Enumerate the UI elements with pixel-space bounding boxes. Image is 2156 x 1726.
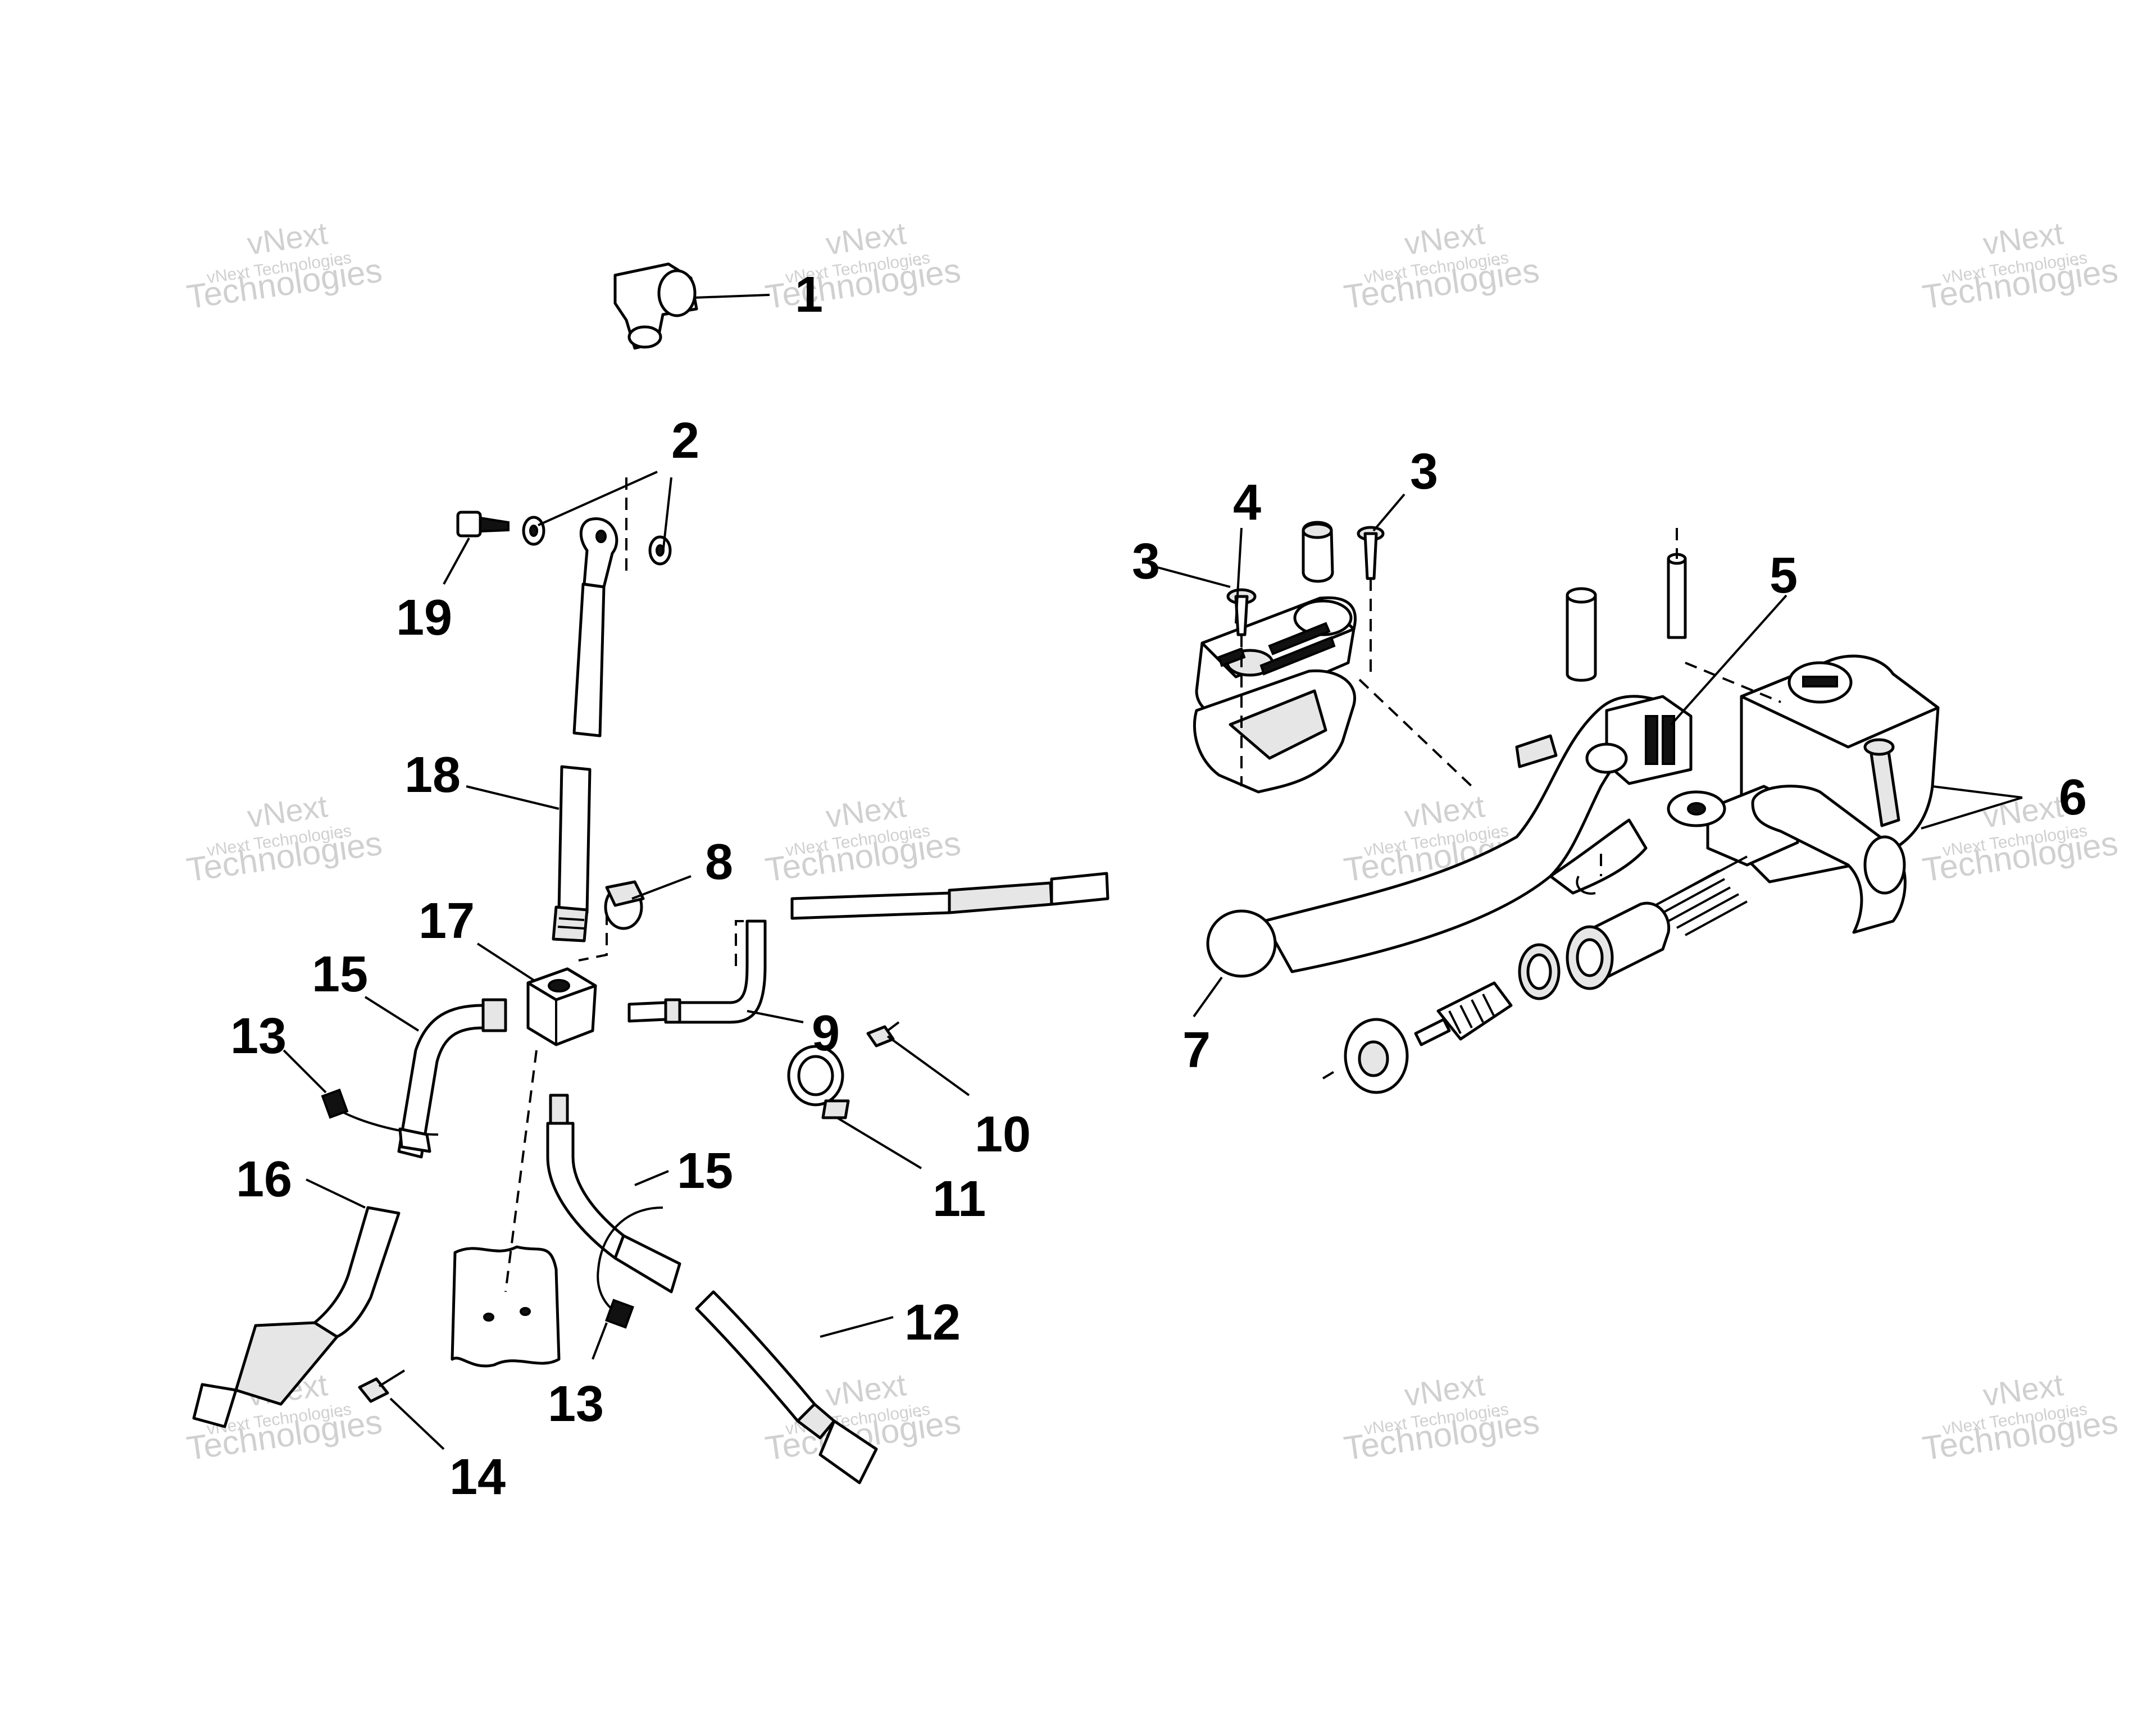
part-hose-clamp-left xyxy=(321,1089,439,1153)
watermark-bottom-4: vNext vNext Technologies Technologies xyxy=(1920,1367,2120,1467)
watermark-top-4: vNext vNext Technologies Technologies xyxy=(1920,215,2120,316)
part-front-hose-lower xyxy=(192,1206,401,1428)
watermark-bottom-3: vNext vNext Technologies Technologies xyxy=(1341,1367,1541,1467)
callout-13-right: 13 xyxy=(548,1376,604,1432)
callout-7: 7 xyxy=(1182,1022,1211,1078)
part-mounting-plate xyxy=(451,1245,561,1368)
part-dust-boot xyxy=(1436,981,1513,1041)
part-handlebar-clamp xyxy=(1751,738,1907,934)
part-piston xyxy=(1566,901,1671,990)
part-reservoir-diaphragm xyxy=(1193,669,1356,794)
part-cover-screw-left xyxy=(1226,588,1257,636)
part-front-hose-right xyxy=(546,1094,681,1294)
callout-13-left: 13 xyxy=(230,1008,286,1064)
watermark-mid-1: vNext vNext Technologies Technologies xyxy=(184,788,384,889)
callout-6: 6 xyxy=(2059,769,2087,826)
callout-16: 16 xyxy=(236,1151,292,1208)
part-reservoir-float xyxy=(1302,521,1334,583)
part-banjo-fitting xyxy=(579,517,618,589)
part-distribution-block xyxy=(526,967,597,1046)
right-assembly-leaders xyxy=(1240,528,1781,1080)
part-cover-screw-right xyxy=(1357,526,1385,580)
part-retainer-ring xyxy=(787,1045,850,1119)
callout-labels: 1 2 19 18 8 17 15 13 16 9 10 11 15 12 13… xyxy=(230,267,2087,1505)
callout-12: 12 xyxy=(904,1295,961,1351)
part-lower-right-line xyxy=(695,1290,878,1484)
part-hose-clamp-right xyxy=(597,1206,663,1329)
part-upper-brake-line xyxy=(552,582,606,942)
callout-2: 2 xyxy=(671,413,699,469)
callout-leaders xyxy=(283,294,2023,1450)
part-lever-spring xyxy=(1585,695,1693,785)
callout-4: 4 xyxy=(1233,475,1261,531)
part-rear-brake-line xyxy=(627,872,1109,1024)
part-circlip xyxy=(1576,876,1596,895)
callout-9: 9 xyxy=(812,1005,840,1062)
part-brake-switch xyxy=(604,880,645,930)
callout-15-right: 15 xyxy=(677,1143,733,1199)
part-tee-fitting xyxy=(613,262,698,350)
part-reservoir-cover xyxy=(1195,596,1357,717)
part-seal-ring xyxy=(1518,943,1561,1000)
part-pivot-pin xyxy=(1566,587,1597,682)
callout-3-left: 3 xyxy=(1132,534,1160,590)
callout-3-right: 3 xyxy=(1410,444,1438,500)
watermark-top-1: vNext vNext Technologies Technologies xyxy=(184,215,384,316)
watermark-top-2: vNext vNext Technologies Technologies xyxy=(763,215,963,316)
callout-5: 5 xyxy=(1770,548,1798,604)
part-push-rod xyxy=(1344,1018,1451,1094)
part-mounting-bolt xyxy=(358,1369,406,1403)
left-assembly-leaders xyxy=(504,477,764,1292)
watermark-mid-2: vNext vNext Technologies Technologies xyxy=(763,788,963,889)
part-dowel-pin xyxy=(1667,553,1687,639)
callout-18: 18 xyxy=(404,747,461,803)
callout-1: 1 xyxy=(795,267,823,323)
callout-14: 14 xyxy=(449,1449,506,1505)
callout-15-left: 15 xyxy=(312,946,368,1003)
callout-19: 19 xyxy=(396,590,452,646)
part-front-hose-left xyxy=(397,998,507,1159)
callout-8: 8 xyxy=(705,834,733,890)
callout-10: 10 xyxy=(975,1106,1031,1163)
part-banjo-bolt xyxy=(456,511,510,538)
callout-17: 17 xyxy=(419,893,475,949)
watermark-top-3: vNext vNext Technologies Technologies xyxy=(1341,215,1541,316)
callout-11: 11 xyxy=(933,1171,986,1227)
part-washer-right xyxy=(648,535,672,566)
part-washer-left xyxy=(522,516,545,546)
